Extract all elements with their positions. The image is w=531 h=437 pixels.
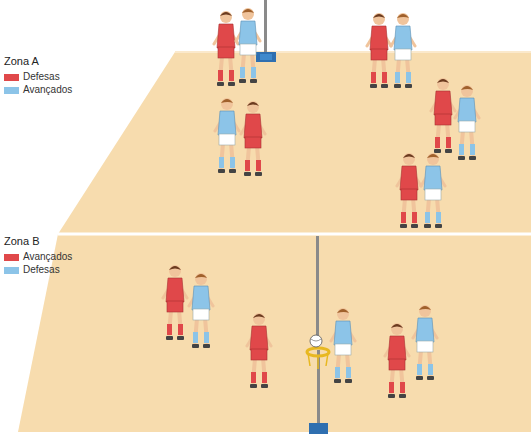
legend-row: Defesas — [4, 264, 60, 276]
legend-swatch — [4, 74, 19, 81]
zone-label: Zona A — [4, 55, 39, 67]
legend-row: Defesas — [4, 71, 60, 83]
legend-swatch — [4, 254, 19, 261]
legend-text: Defesas — [23, 71, 60, 83]
legend-text: Avançados — [23, 251, 72, 263]
legend-text: Avançados — [23, 84, 72, 96]
legend-text: Defesas — [23, 264, 60, 276]
zone-label: Zona B — [4, 235, 39, 247]
legend-swatch — [4, 87, 19, 94]
legend-row: Avançados — [4, 84, 72, 96]
legend-row: Avançados — [4, 251, 72, 263]
legend-swatch — [4, 267, 19, 274]
